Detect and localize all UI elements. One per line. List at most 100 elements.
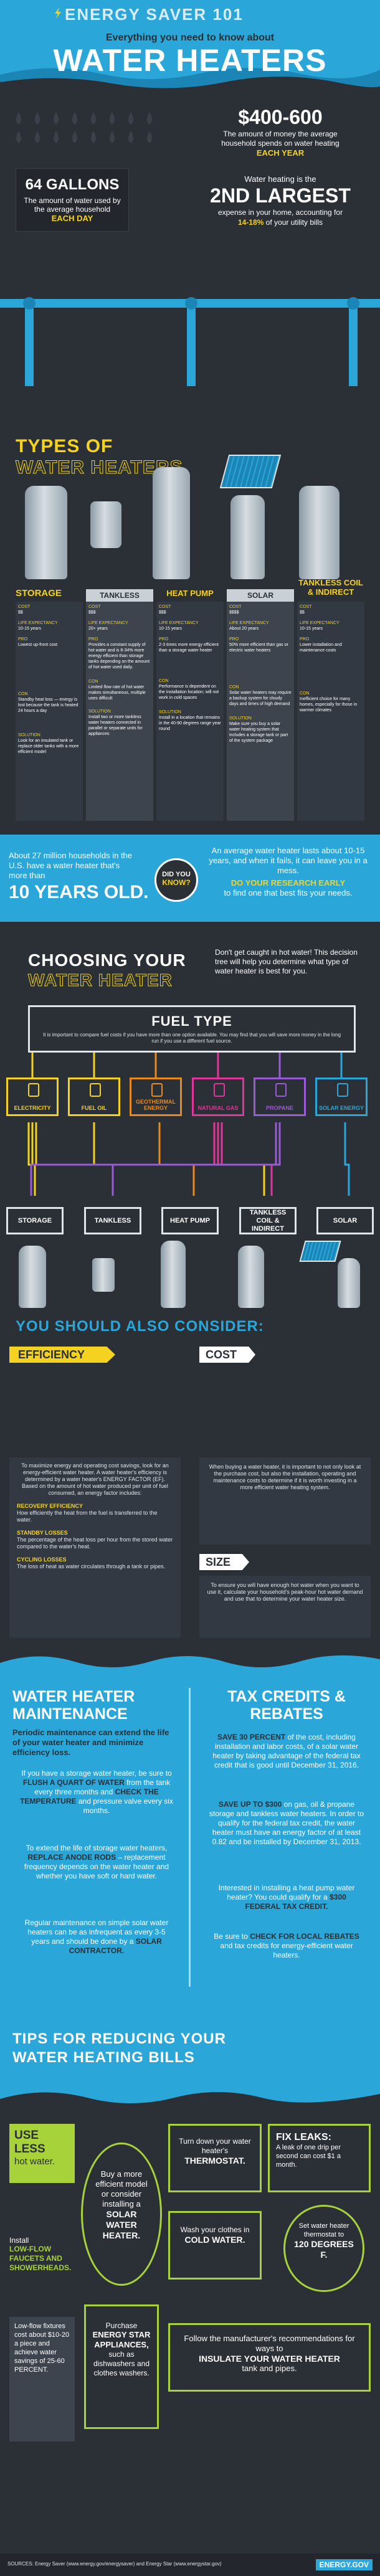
maintenance-intro: Periodic maintenance can extend the life… [12,1728,169,1757]
footer-bar: SOURCES: Energy Saver (www.energy.gov/en… [0,2554,380,2576]
gallons-each-day: EACH DAY [51,214,93,223]
tip-120-degrees-a: Set water heater thermostat to [298,2222,349,2238]
cost-card: When buying a water heater, it is import… [199,1457,371,1545]
expense-percent-suffix: of your utility bills [265,218,323,227]
fuel-type-box: FUEL TYPE It is important to compare fue… [28,1005,356,1053]
droplet-pattern [16,112,152,143]
tip-energy-star-a: Purchase [105,2321,138,2330]
tankless-unit-art [90,501,121,548]
energy-gov-logo[interactable]: ENERGY.GOV [315,2559,373,2570]
efficiency-text: To maximize energy and operating cost sa… [21,1462,169,1496]
coil-cost: $$ [300,610,305,615]
column-tankless-name: TANKLESS [86,589,153,602]
cycling-title: CYCLING LOSSES [17,1556,67,1563]
consider-title: YOU SHOULD ALSO CONSIDER: [16,1318,264,1335]
coil-tank-art [299,486,340,579]
sources-text: SOURCES: Energy Saver (www.energy.gov/en… [7,2561,222,2567]
solar-cost-label: COST [229,605,242,609]
fuel-option-fuel-oil: FUEL OIL [68,1077,120,1116]
did-you-know-section: About 27 million households in the U.S. … [0,835,380,922]
solar-con: Solar water heaters may require a backup… [229,691,292,706]
tax-p4: Be sure to CHECK FOR LOCAL REBATES and t… [209,1932,364,1960]
wave-divider [0,1644,380,1675]
choosing-title-line2: WATER HEATER [28,970,173,990]
tip-cold-water-b: COLD WATER. [184,2235,245,2245]
fuel-option-label: FUEL OIL [81,1105,107,1111]
tip-low-flow-savings-text: Low-flow fixtures cost about $10-20 a pi… [14,2323,70,2374]
heat-pump-result-art [161,1241,186,1308]
fuel-icon [90,1083,101,1097]
heat-pump-life: 10-15 years [159,627,182,631]
storage-tank-art [25,486,67,579]
fuel-to-heater-pipe [112,1122,281,1196]
header-subtitle: Everything you need to know about [105,32,275,43]
tankless-life: 20+ years [88,627,108,631]
tip-solar-b: SOLAR WATER HEATER. [102,2209,141,2240]
storage-life: 10-15 years [18,627,41,631]
dyk-right-cta: DO YOUR RESEARCH EARLY [230,878,346,888]
storage-pro: Lowest up-front cost [18,643,58,647]
dyk-badge: DID YOU KNOW? [154,858,198,902]
efficiency-title: EFFICIENCY [18,1348,85,1361]
gallons-value: 64 GALLONS [25,176,120,193]
fuel-to-heater-pipe [158,1122,195,1196]
maintenance-p2-a: To extend the life of storage water heat… [26,1844,168,1852]
header-section: ENERGY SAVER 101 Everything you need to … [0,0,380,93]
solar-solution: Make sure you buy a solar water heating … [229,722,288,743]
dyk-left-big: 10 YEARS OLD. [9,882,149,902]
expense-percent: 14-18% [237,218,264,227]
solar-solution-label: SOLUTION [229,716,252,721]
storage-cost-label: COST [18,605,31,609]
fuel-icon [337,1083,348,1097]
solar-result-art [338,1258,360,1308]
fuel-to-heater-pipe [112,1122,219,1196]
fuel-to-heater-pipe [27,1122,265,1196]
fuel-option-geothermal-energy: GEOTHERMAL ENERGY [130,1077,182,1116]
storage-result-art [19,1246,46,1308]
tax-p3: Interested in installing a heat pump wat… [209,1883,364,1911]
maintenance-p3: Regular maintenance on simple solar wate… [19,1918,174,1956]
column-storage-body: COST $$ LIFE EXPECTANCY 10-15 years PRO … [16,602,83,821]
maintenance-p1-d: CHECK THE TEMPERATURE [20,1788,159,1806]
fuel-type-desc: It is important to compare fuel costs if… [42,1032,341,1044]
column-solar: SOLAR COST $$$$ LIFE EXPECTANCY About 20… [227,585,294,822]
fuel-option-label: ELECTRICITY [14,1105,51,1111]
dyk-badge-line1: DID YOU [162,871,191,878]
tip-fix-leaks-a: FIX LEAKS: [276,2132,331,2143]
column-solar-name: SOLAR [227,589,294,602]
tip-solar: Buy a more efficient model or consider i… [81,2143,162,2286]
tip-fix-leaks-b: A leak of one drip per second can cost $… [276,2144,341,2169]
column-storage: STORAGE COST $$ LIFE EXPECTANCY 10-15 ye… [16,585,83,822]
tip-solar-a: Buy a more efficient model or consider i… [95,2169,148,2209]
tips-title-line2: WATER HEATING BILLS [12,2049,195,2066]
solar-pro-label: PRO [229,637,239,642]
choosing-section: CHOOSING YOUR WATER HEATER Don't get cau… [0,922,380,1457]
storage-con: Standby heat loss — energy is lost becau… [18,698,78,713]
stats-section: 64 GALLONS The amount of water used by t… [0,93,380,392]
cycling-text: The loss of heat as water circulates thr… [17,1563,166,1570]
coil-life: 10-15 years [300,627,323,631]
tip-low-flow-a: Install [9,2236,29,2245]
tips-title-line1: TIPS FOR REDUCING YOUR [12,2030,226,2047]
fuel-option-label: PROPANE [266,1105,293,1111]
tax-p1-a: SAVE 30 PERCENT [217,1733,286,1741]
tip-energy-star-c: such as dishwashers and clothes washers. [93,2350,150,2377]
column-heat-pump-name: HEAT PUMP [166,589,214,598]
coil-result-art [238,1246,264,1308]
heater-option-solar: SOLAR [316,1207,374,1234]
solar-cost: $$$$ [229,610,239,615]
tip-low-flow: Install LOW-FLOW FAUCETS AND SHOWERHEADS… [9,2236,75,2317]
storage-pro-label: PRO [18,637,28,642]
size-badge: SIZE [199,1554,249,1570]
standby-text: The percentage of the heat loss per hour… [17,1537,173,1550]
expense-percent-line: 14-18% of your utility bills [199,218,361,227]
tip-cold-water: Wash your clothes in COLD WATER. [168,2211,262,2280]
size-card: To ensure you will have enough hot water… [199,1576,371,1638]
maintenance-p1-b: FLUSH A QUART OF WATER [22,1778,125,1787]
maintenance-p1-c: from the tank every three months and [34,1778,171,1796]
tips-wave [0,2092,380,2118]
storage-cost: $$ [18,610,23,615]
maintenance-p3-a: Regular maintenance on simple solar wate… [24,1918,169,1946]
solar-pro: 50% more efficient than gas or electric … [229,643,288,653]
dyk-right-text: An average water heater lasts about 10-1… [209,846,368,875]
